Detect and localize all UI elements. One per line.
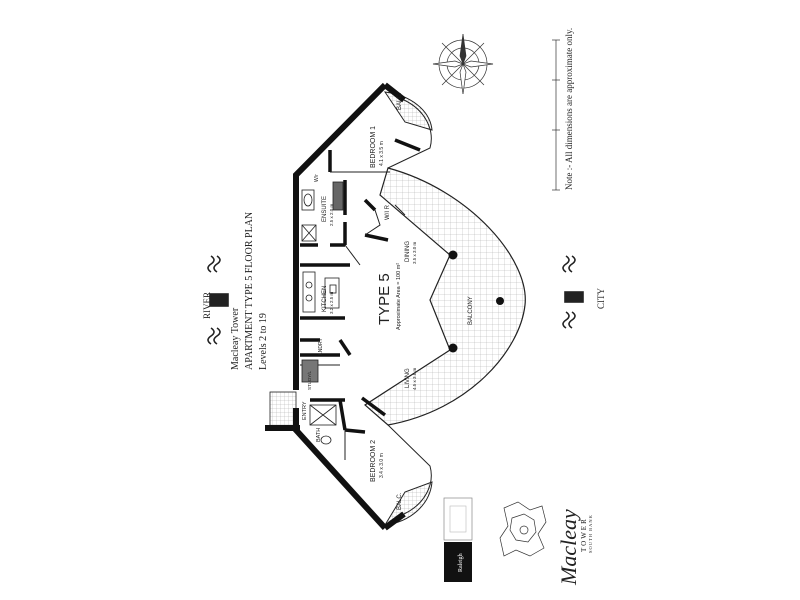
branding-block: Raleigh Macleay TOWER SOUTH BANK <box>443 497 593 586</box>
apartment-type-label: TYPE 5 <box>376 273 393 325</box>
label-balcony: BALCONY <box>468 296 474 325</box>
city-wave-icon <box>562 255 584 329</box>
dimension-note: Note :- All dimensions are approximate o… <box>552 28 574 191</box>
column <box>448 250 458 260</box>
bath-fixtures <box>309 404 337 445</box>
label-lndry: LNDRY <box>318 337 324 355</box>
label-ensuite: ENSUITE <box>322 196 328 222</box>
river-emblem: RIVER <box>202 255 229 345</box>
building-name: Macleay Tower <box>230 307 241 370</box>
label-living: LIVING <box>405 368 411 388</box>
label-bedroom1: BEDROOM 1 <box>370 126 377 168</box>
city-label: CITY <box>596 288 606 309</box>
exterior-walls <box>265 82 406 531</box>
column <box>448 343 458 353</box>
label-bedroom1-dims: 4.1 x 3.5 m <box>379 141 385 166</box>
city-emblem: CITY <box>562 255 606 329</box>
label-dining: DINING <box>405 241 411 262</box>
entry-tiles <box>269 391 297 427</box>
logo-sub: SOUTH BANK <box>588 514 593 553</box>
balcony-bottom <box>384 481 433 526</box>
label-kitchen: KITCHEN <box>322 286 328 312</box>
logo-tower: TOWER <box>580 517 588 552</box>
label-ensuite-dims: 2.5 x 2.0 m <box>329 203 334 226</box>
river-label: RIVER <box>202 292 212 319</box>
label-study: STUDY/L <box>307 370 312 390</box>
label-bedroom2: BEDROOM 2 <box>370 440 377 482</box>
label-bath: BATH <box>316 428 322 442</box>
label-balc-bottom: BALC. <box>397 492 403 510</box>
label-balc-top: BALC. <box>397 92 403 110</box>
compass-rose-icon <box>432 33 494 95</box>
label-bedroom2-dims: 3.4 x 3.0 m <box>379 453 385 478</box>
badge-logo <box>444 542 472 582</box>
ensuite-fixtures <box>301 181 344 242</box>
developer-logo-box <box>443 497 473 541</box>
room-labels: BALC. BEDROOM 1 4.1 x 3.5 m W/r ENSUITE … <box>302 92 474 510</box>
label-dining-dims: 3.5 x 3.0 m <box>412 241 417 264</box>
column <box>496 297 504 305</box>
tower-footprint-icon <box>499 501 547 557</box>
interior-walls <box>300 138 421 434</box>
river-wave-icon <box>207 255 229 345</box>
laundry-fixture <box>301 359 319 383</box>
title-block: Macleay Tower APARTMENT TYPE 5 FLOOR PLA… <box>230 212 269 370</box>
balcony-top <box>383 91 433 131</box>
label-kitchen-dims: 3.2 x 2.5 m <box>329 291 334 314</box>
apartment-area-label: Approximate Area = 100 m² <box>396 263 402 330</box>
label-wr-small: W/r <box>314 174 320 182</box>
label-living-dims: 4.5 x 3.8 m <box>412 367 417 390</box>
logo-script: Macleay <box>556 509 581 586</box>
plan-title: APARTMENT TYPE 5 FLOOR PLAN <box>244 212 255 370</box>
label-wir: W/I R <box>385 204 391 220</box>
badge-text: Raleigh <box>458 553 464 572</box>
levels-text: Levels 2 to 19 <box>258 313 269 370</box>
window-lines <box>387 99 432 515</box>
label-entry: ENTRY <box>302 401 308 420</box>
note-text: Note :- All dimensions are approximate o… <box>564 28 574 190</box>
kitchen-fixtures <box>302 271 340 313</box>
